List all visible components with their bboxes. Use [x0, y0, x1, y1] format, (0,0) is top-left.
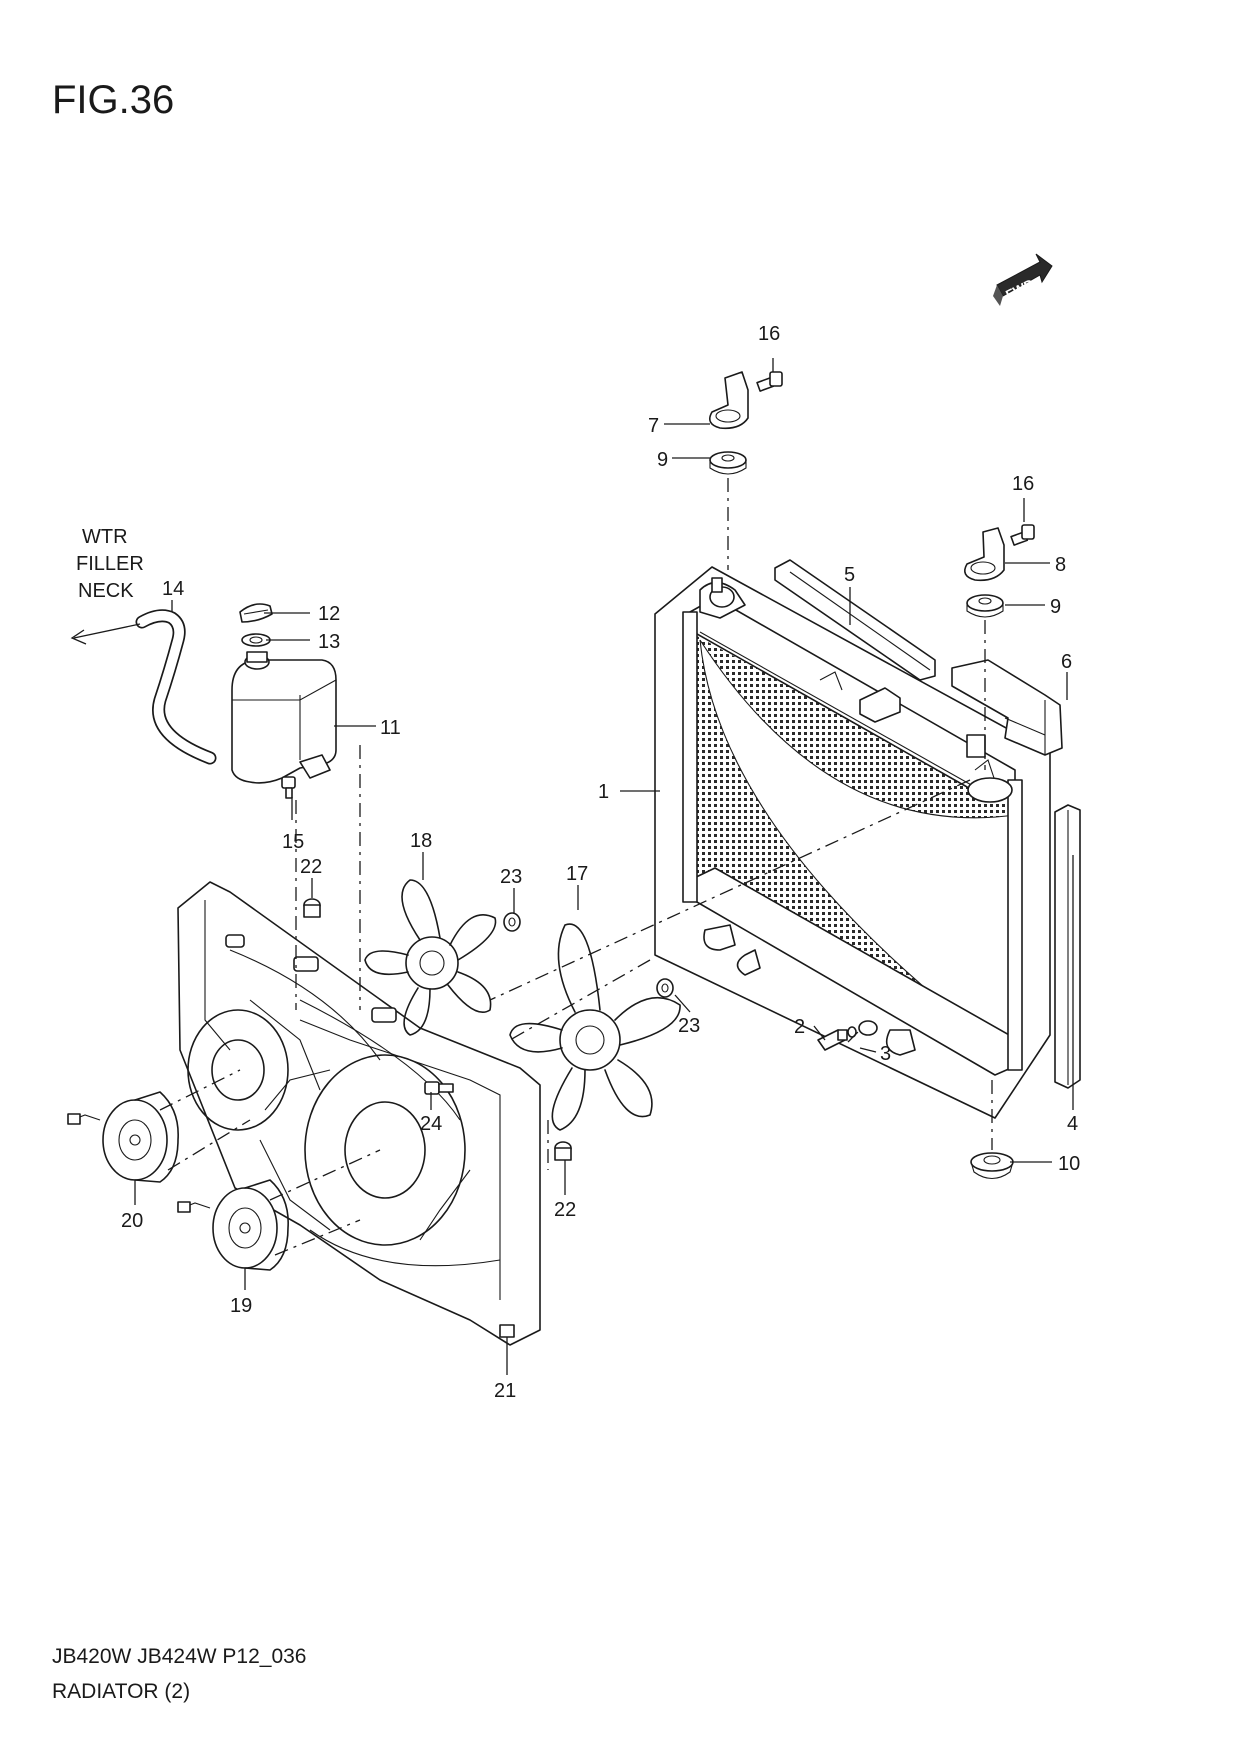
upper-bracket-left [709, 371, 749, 430]
grommet-icon [554, 1141, 572, 1161]
callout-14: 14 [162, 578, 184, 600]
model-code: JB420W JB424W P12_036 [52, 1645, 307, 1668]
fan-shroud [177, 881, 541, 1346]
top-seal-strip [774, 559, 936, 681]
upper-bracket-right [964, 527, 1005, 582]
filler-neck-note-line2: FILLER [76, 553, 144, 575]
callout-1: 1 [598, 781, 609, 803]
callout-20: 20 [121, 1210, 143, 1232]
callout-23a: 23 [500, 866, 522, 888]
callout-7: 7 [648, 415, 659, 437]
mount-cushion [970, 1152, 1014, 1180]
drain-plug [817, 1029, 848, 1051]
callout-3: 3 [880, 1043, 891, 1065]
callout-15: 15 [282, 831, 304, 853]
cooling-fan-upper [364, 879, 497, 1036]
fwd-arrow-icon: FWD [993, 253, 1053, 306]
filler-neck-note-line3: NECK [78, 580, 134, 602]
callout-12: 12 [318, 603, 340, 625]
nut-icon [656, 978, 674, 998]
callout-11: 11 [380, 717, 401, 739]
filler-neck-arrow-icon [70, 623, 141, 645]
callout-23b: 23 [678, 1015, 700, 1037]
assembly-lines [159, 478, 993, 1256]
reservoir-cap [239, 603, 273, 623]
grommet-icon [303, 898, 321, 918]
callout-22b: 22 [554, 1199, 576, 1221]
callout-2: 2 [794, 1016, 805, 1038]
bolt-icon [1010, 524, 1035, 546]
callout-18: 18 [410, 830, 432, 852]
reservoir-tank [231, 651, 337, 784]
mount-cushion [709, 451, 747, 475]
callout-22a: 22 [300, 856, 322, 878]
callout-17: 17 [566, 863, 588, 885]
callout-9b: 9 [1050, 596, 1061, 618]
section-name: RADIATOR (2) [52, 1680, 191, 1703]
callout-4: 4 [1067, 1113, 1078, 1135]
figure-title: FIG.36 [52, 78, 175, 122]
screw-icon [281, 776, 296, 799]
callout-labels: 16 7 9 16 8 9 5 6 1 4 10 2 3 12 13 11 14… [76, 323, 1080, 1402]
callout-24: 24 [420, 1113, 442, 1135]
callout-8: 8 [1055, 554, 1066, 576]
air-guide [951, 659, 1063, 756]
side-seal-strip [1054, 804, 1081, 1089]
cooling-fan-lower [509, 923, 681, 1131]
reservoir-hose [135, 609, 217, 765]
callout-5: 5 [844, 564, 855, 586]
nut-icon [503, 912, 521, 932]
mount-cushion [966, 594, 1004, 618]
callout-16b: 16 [1012, 473, 1034, 495]
radiator-core [654, 566, 1051, 1119]
leader-lines [134, 358, 1074, 1375]
bolt-icon [756, 371, 783, 392]
o-ring [847, 1026, 857, 1038]
callout-21: 21 [494, 1380, 516, 1402]
fan-motor-upper [67, 1091, 179, 1183]
callout-19: 19 [230, 1295, 252, 1317]
bolt-icon [424, 1081, 454, 1095]
callout-9a: 9 [657, 449, 668, 471]
callout-16a: 16 [758, 323, 780, 345]
callout-6: 6 [1061, 651, 1072, 673]
fan-motor-lower [177, 1179, 289, 1271]
cap-gasket [241, 633, 271, 647]
callout-10: 10 [1058, 1153, 1080, 1175]
filler-neck-note-line1: WTR [82, 526, 128, 548]
callout-13: 13 [318, 631, 340, 653]
